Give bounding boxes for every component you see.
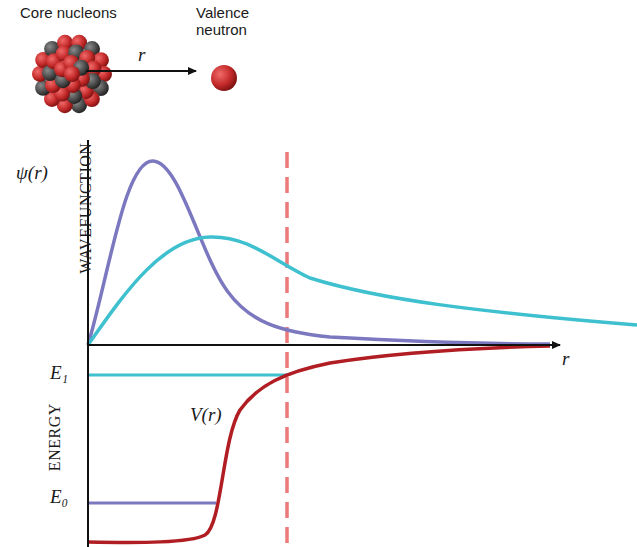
energy-level-e1 [88, 374, 288, 377]
axis-title: WAVEFUNCTION [77, 143, 95, 274]
part-name: Core nucleons [20, 4, 117, 21]
radius-arrow [86, 70, 196, 72]
core-nucleus [32, 35, 112, 113]
energy-label: E₀ [50, 486, 68, 508]
ground-state-wavefunction [88, 161, 550, 345]
axis-variable: r [138, 44, 145, 66]
potential-curve [88, 346, 550, 542]
nucleon-sphere [64, 66, 80, 82]
energy-level-e0 [88, 502, 216, 505]
curve-label: V(r) [190, 404, 222, 426]
r-axis [88, 344, 560, 346]
axis-variable: r [562, 348, 569, 370]
axis-label: ψ(r) [16, 162, 48, 184]
nuclear-radius-line [285, 152, 289, 547]
excited-state-wavefunction [88, 237, 637, 345]
axis-title: ENERGY [46, 403, 64, 471]
part-name: Valence neutron [196, 4, 258, 39]
energy-label: E₁ [50, 362, 68, 384]
valence-neutron [211, 65, 237, 91]
